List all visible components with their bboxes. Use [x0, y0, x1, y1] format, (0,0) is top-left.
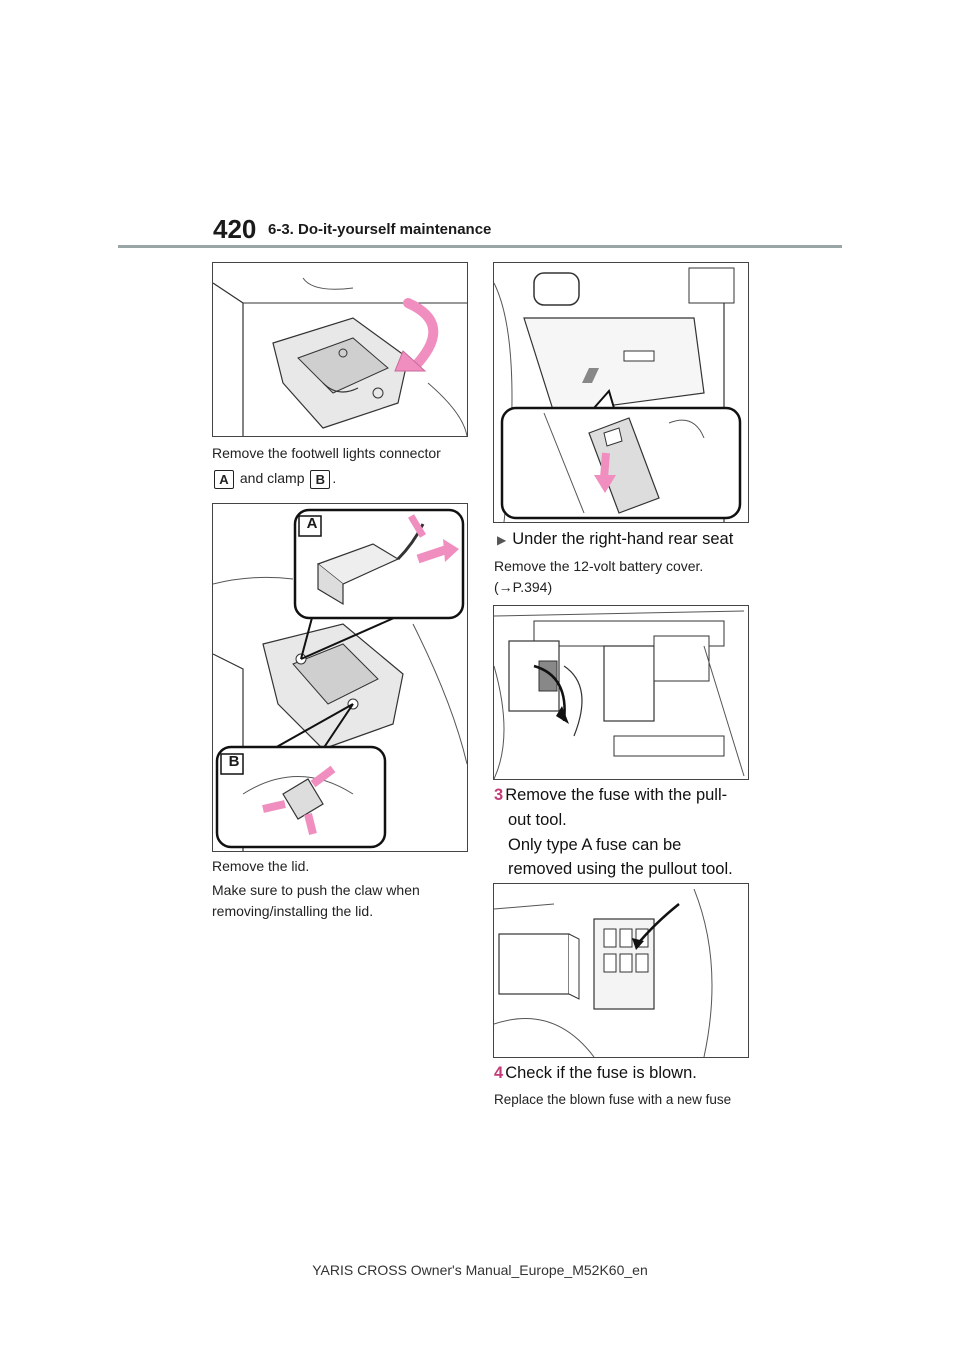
step-3-line4: removed using the pullout tool.	[508, 860, 733, 879]
page-number: 420	[213, 214, 257, 244]
bullet-triangle-icon: ▶	[497, 533, 507, 547]
caption-replace-fuse: Replace the blown fuse with a new fuse	[494, 1092, 732, 1107]
step-4-number: 4	[494, 1064, 504, 1082]
figure-lid-removal	[212, 262, 468, 437]
caption-remove-battery-cover: Remove the 12-volt battery cover. (→P.39…	[494, 556, 754, 598]
figure-glovebox	[493, 262, 749, 523]
header-divider	[118, 245, 842, 248]
footer-manual-id: YARIS CROSS Owner's Manual_Europe_M52K60…	[312, 1262, 648, 1278]
step-3-line3: Only type A fuse can be	[508, 835, 682, 854]
figure-battery-cover	[493, 605, 749, 780]
step-3-text-line1: Remove the fuse with the pull-	[505, 786, 728, 804]
caption-remove-connector: Remove the footwell lights connector A a…	[212, 443, 472, 489]
bullet-heading-text: Under the right-hand rear seat	[512, 530, 734, 548]
caption-remove-connector-line2: A and clamp B.	[212, 468, 472, 489]
caption-remove-connector-line1: Remove the footwell lights connector	[212, 445, 441, 461]
figure-fuse-box	[493, 883, 749, 1058]
bullet-heading: ▶ Under the right-hand rear seat	[497, 527, 757, 552]
figure-label-a: A	[306, 515, 318, 532]
caption-period: .	[332, 470, 337, 486]
caption-and-clamp: and clamp	[236, 470, 309, 486]
figure-connector-clamp: A B	[212, 503, 468, 852]
figure-label-b: B	[228, 753, 240, 770]
callout-a-badge: A	[214, 469, 234, 489]
caption-remove-battery-cover-line1: Remove the 12-volt battery cover.	[494, 558, 704, 574]
caption-page-reference: (→P.394)	[494, 579, 553, 595]
step-3-line2: out tool.	[508, 810, 567, 829]
caption-push-claw-line1: Make sure to push the claw when	[212, 882, 420, 898]
caption-push-claw-line2: removing/installing the lid.	[212, 903, 374, 919]
step-4-text: Check if the fuse is blown.	[505, 1064, 697, 1082]
caption-push-claw: Make sure to push the claw when removing…	[212, 880, 472, 922]
section-title: 6-3. Do-it-yourself maintenance	[268, 221, 492, 238]
callout-b-badge: B	[310, 469, 331, 489]
step-3-number: 3	[494, 786, 504, 804]
caption-remove-lid: Remove the lid.	[212, 858, 310, 874]
